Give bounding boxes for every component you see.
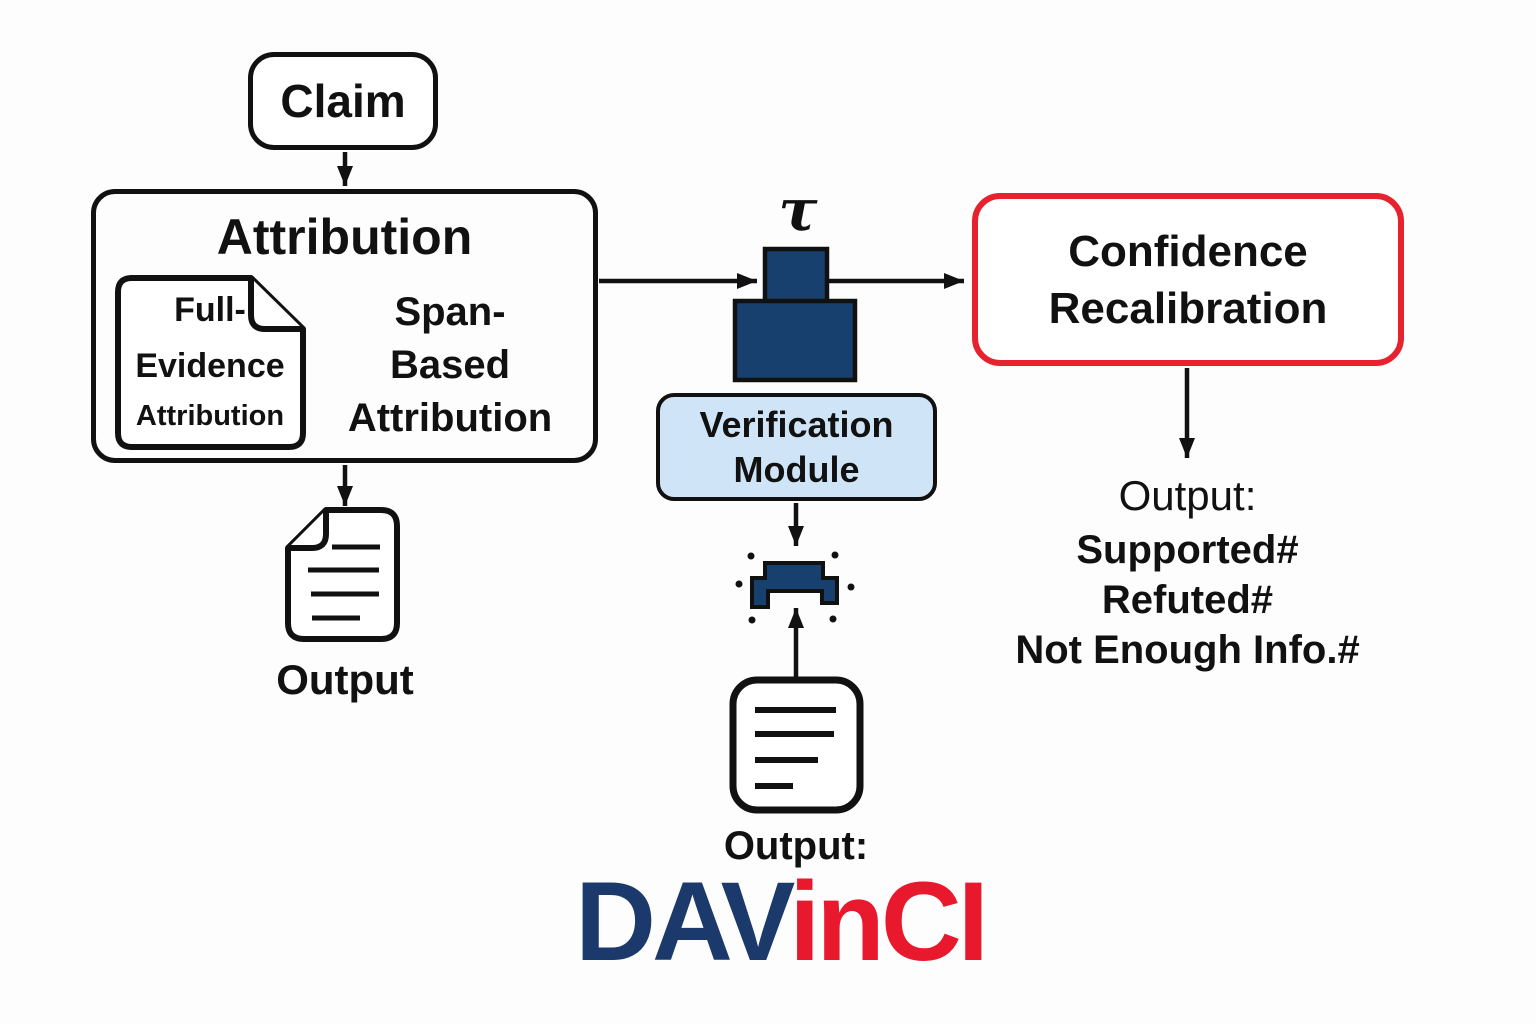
stamp-icon [732, 246, 858, 383]
attribution-title: Attribution [216, 209, 473, 265]
full-evidence-document-icon [115, 275, 306, 450]
attribution-box [91, 189, 598, 463]
stamp-impression-icon [735, 551, 855, 624]
span-based-label-line2: Based [389, 343, 511, 387]
span-based-label-line1: Span- [394, 290, 506, 334]
full-evidence-label-line2: Evidence [135, 347, 285, 385]
logo-dav-part: DAV [575, 859, 793, 984]
full-evidence-label-line1: Full- [174, 291, 246, 329]
verification-module-box: Verification Module [656, 393, 937, 501]
claim-label: Claim [280, 75, 406, 127]
claim-box: Claim [248, 52, 438, 150]
final-output-item-supported: Supported# [1076, 528, 1299, 572]
confidence-recalibration-box: Confidence Recalibration [972, 193, 1404, 366]
final-output-item-refuted: Refuted# [1101, 578, 1274, 622]
final-output-heading: Output: [1118, 472, 1257, 519]
confidence-label-line1: Confidence [1068, 226, 1308, 276]
full-evidence-label-line3: Attribution [135, 400, 285, 432]
verified-document-icon [729, 676, 864, 814]
span-based-label-line3: Attribution [347, 396, 553, 440]
verification-module-label-line1: Verification [699, 404, 894, 445]
logo-inci-part: inCI [789, 859, 989, 984]
output-left-label: Output [276, 656, 414, 703]
tau-threshold-label: τ [778, 176, 818, 244]
verification-module-label-line2: Module [733, 449, 860, 490]
final-output-item-nei: Not Enough Info.# [1015, 628, 1360, 672]
davinci-logo: DAVinCI [540, 862, 1020, 982]
output-bottom-label: Output: [723, 824, 869, 868]
output-document-icon [285, 507, 400, 642]
confidence-label-line2: Recalibration [1048, 283, 1328, 333]
